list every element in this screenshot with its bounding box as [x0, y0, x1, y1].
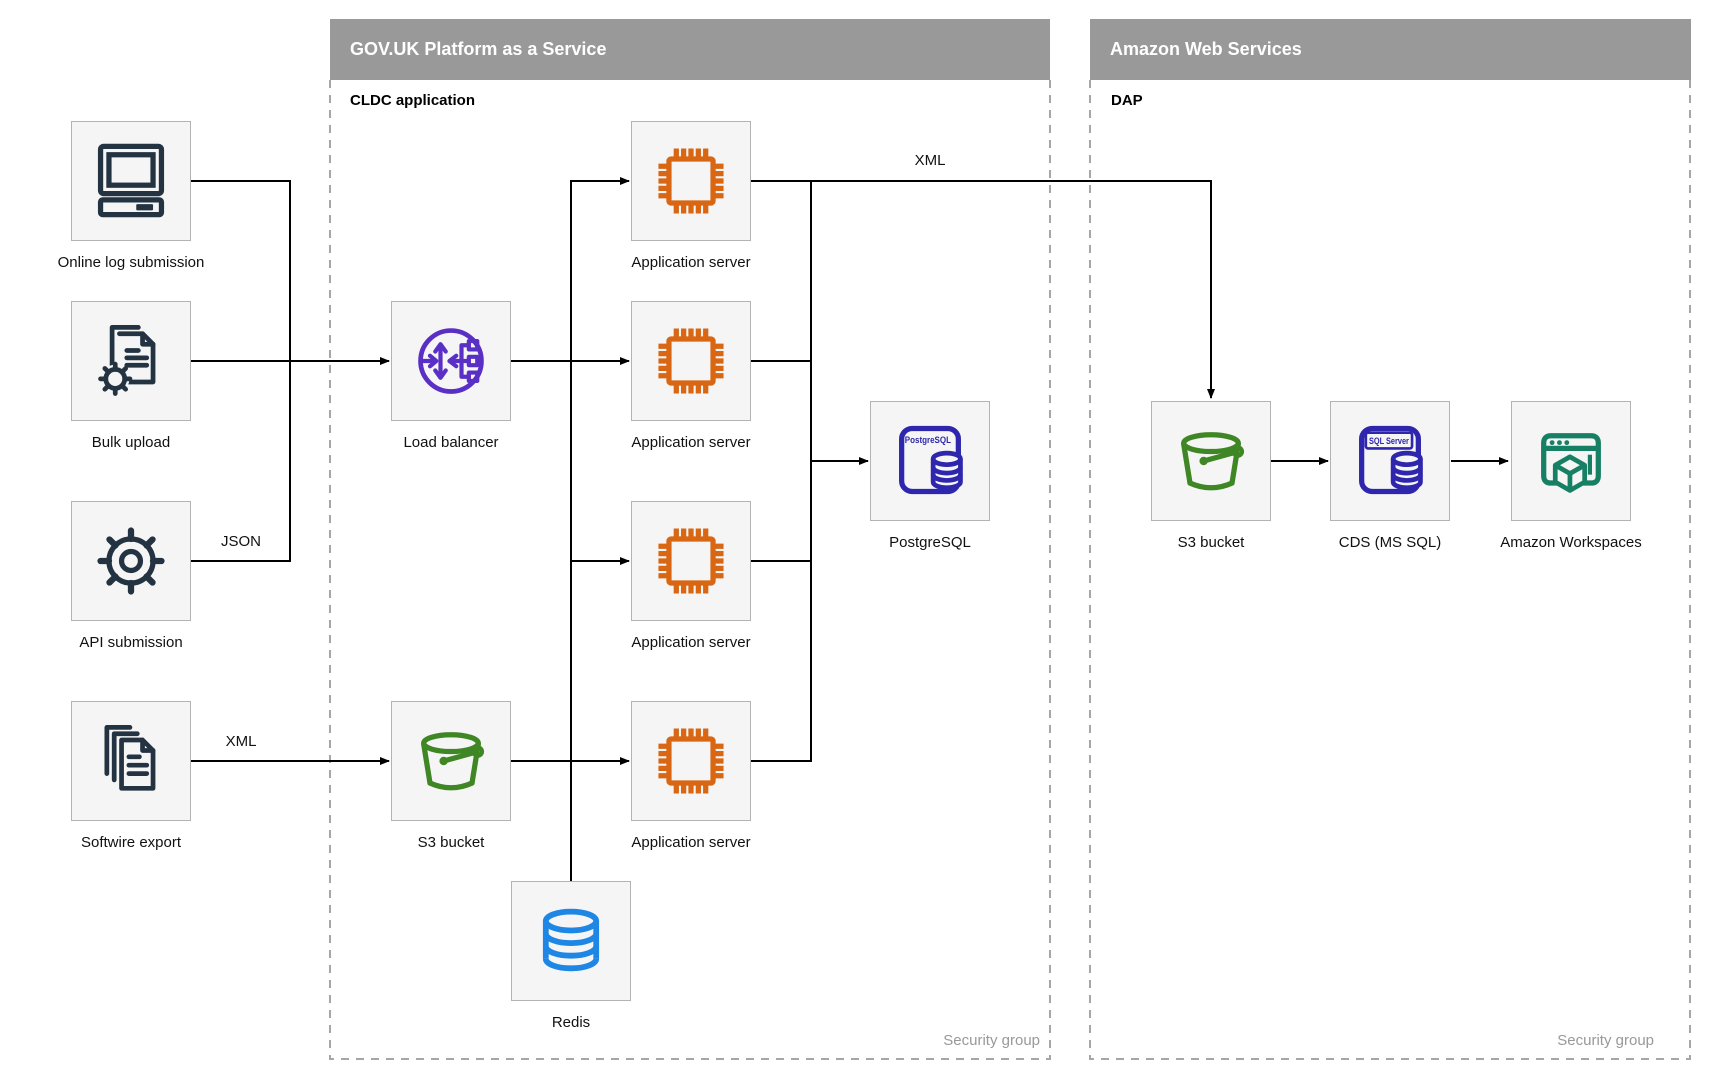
gear-icon [89, 519, 173, 603]
node-bulk-upload [71, 301, 191, 421]
node-label-app-server-4: Application server [631, 834, 751, 851]
sql-server-icon-text: SQL Server [1369, 436, 1409, 447]
edge-collector [751, 181, 812, 762]
paas-container-header: GOV.UK Platform as a Service [330, 19, 1050, 80]
node-softwire-export [71, 701, 191, 821]
node-s3-bucket-paas [391, 701, 511, 821]
edge-label-json: JSON [211, 533, 271, 551]
database-cylinder-icon [529, 899, 613, 983]
node-label-bulk-upload: Bulk upload [91, 434, 171, 451]
node-label-app-server-1: Application server [631, 254, 751, 271]
node-redis [511, 881, 631, 1001]
node-app-server-1 [631, 121, 751, 241]
node-cds-ms-sql: SQL Server [1330, 401, 1450, 521]
node-amazon-workspaces [1511, 401, 1631, 521]
node-label-postgresql: PostgreSQL [889, 534, 971, 551]
node-load-balancer [391, 301, 511, 421]
paas-container-border [329, 80, 1051, 1060]
node-label-load-balancer: Load balancer [403, 434, 499, 451]
edge-label-xml-right: XML [900, 152, 960, 170]
edge-xml-to-aws-s3 [751, 180, 1215, 399]
server-chip-icon [649, 139, 733, 223]
server-chip-icon [649, 319, 733, 403]
sql-server-card-icon: SQL Server [1348, 419, 1432, 503]
node-postgresql: PostgreSQL [870, 401, 990, 521]
documents-gear-icon [89, 319, 173, 403]
document-stack-icon [89, 719, 173, 803]
aws-security-group-label: Security group [1557, 1032, 1654, 1049]
node-online-log-submission [71, 121, 191, 241]
node-label-cds: CDS (MS SQL) [1338, 534, 1442, 551]
node-api-submission [71, 501, 191, 621]
paas-sublabel: CLDC application [350, 92, 476, 109]
workspaces-window-icon [1529, 419, 1613, 503]
postgresql-card-icon: PostgreSQL [888, 419, 972, 503]
desktop-computer-icon [89, 139, 173, 223]
paas-security-group-label: Security group [943, 1032, 1040, 1049]
edge-sources-join [191, 180, 291, 562]
node-label-redis: Redis [551, 1014, 591, 1031]
node-app-server-3 [631, 501, 751, 621]
node-label-online-log: Online log submission [57, 254, 205, 271]
aws-sublabel: DAP [1111, 92, 1143, 109]
node-label-api-submission: API submission [79, 634, 183, 651]
edge-trunk-to-app1-and-redis [570, 177, 630, 881]
node-label-s3-paas: S3 bucket [417, 834, 485, 851]
server-chip-icon [649, 719, 733, 803]
load-balancer-icon [409, 319, 493, 403]
node-label-workspaces: Amazon Workspaces [1500, 534, 1642, 551]
aws-container-border [1089, 80, 1691, 1060]
node-label-softwire-export: Softwire export [80, 834, 182, 851]
node-app-server-4 [631, 701, 751, 821]
aws-container-header: Amazon Web Services [1090, 19, 1691, 80]
s3-bucket-icon [409, 719, 493, 803]
edge-label-xml-left: XML [211, 733, 271, 751]
node-label-s3-aws: S3 bucket [1177, 534, 1245, 551]
server-chip-icon [649, 519, 733, 603]
node-label-app-server-2: Application server [631, 434, 751, 451]
postgresql-icon-text: PostgreSQL [905, 435, 951, 446]
node-s3-bucket-aws [1151, 401, 1271, 521]
s3-bucket-icon [1169, 419, 1253, 503]
node-label-app-server-3: Application server [631, 634, 751, 651]
node-app-server-2 [631, 301, 751, 421]
